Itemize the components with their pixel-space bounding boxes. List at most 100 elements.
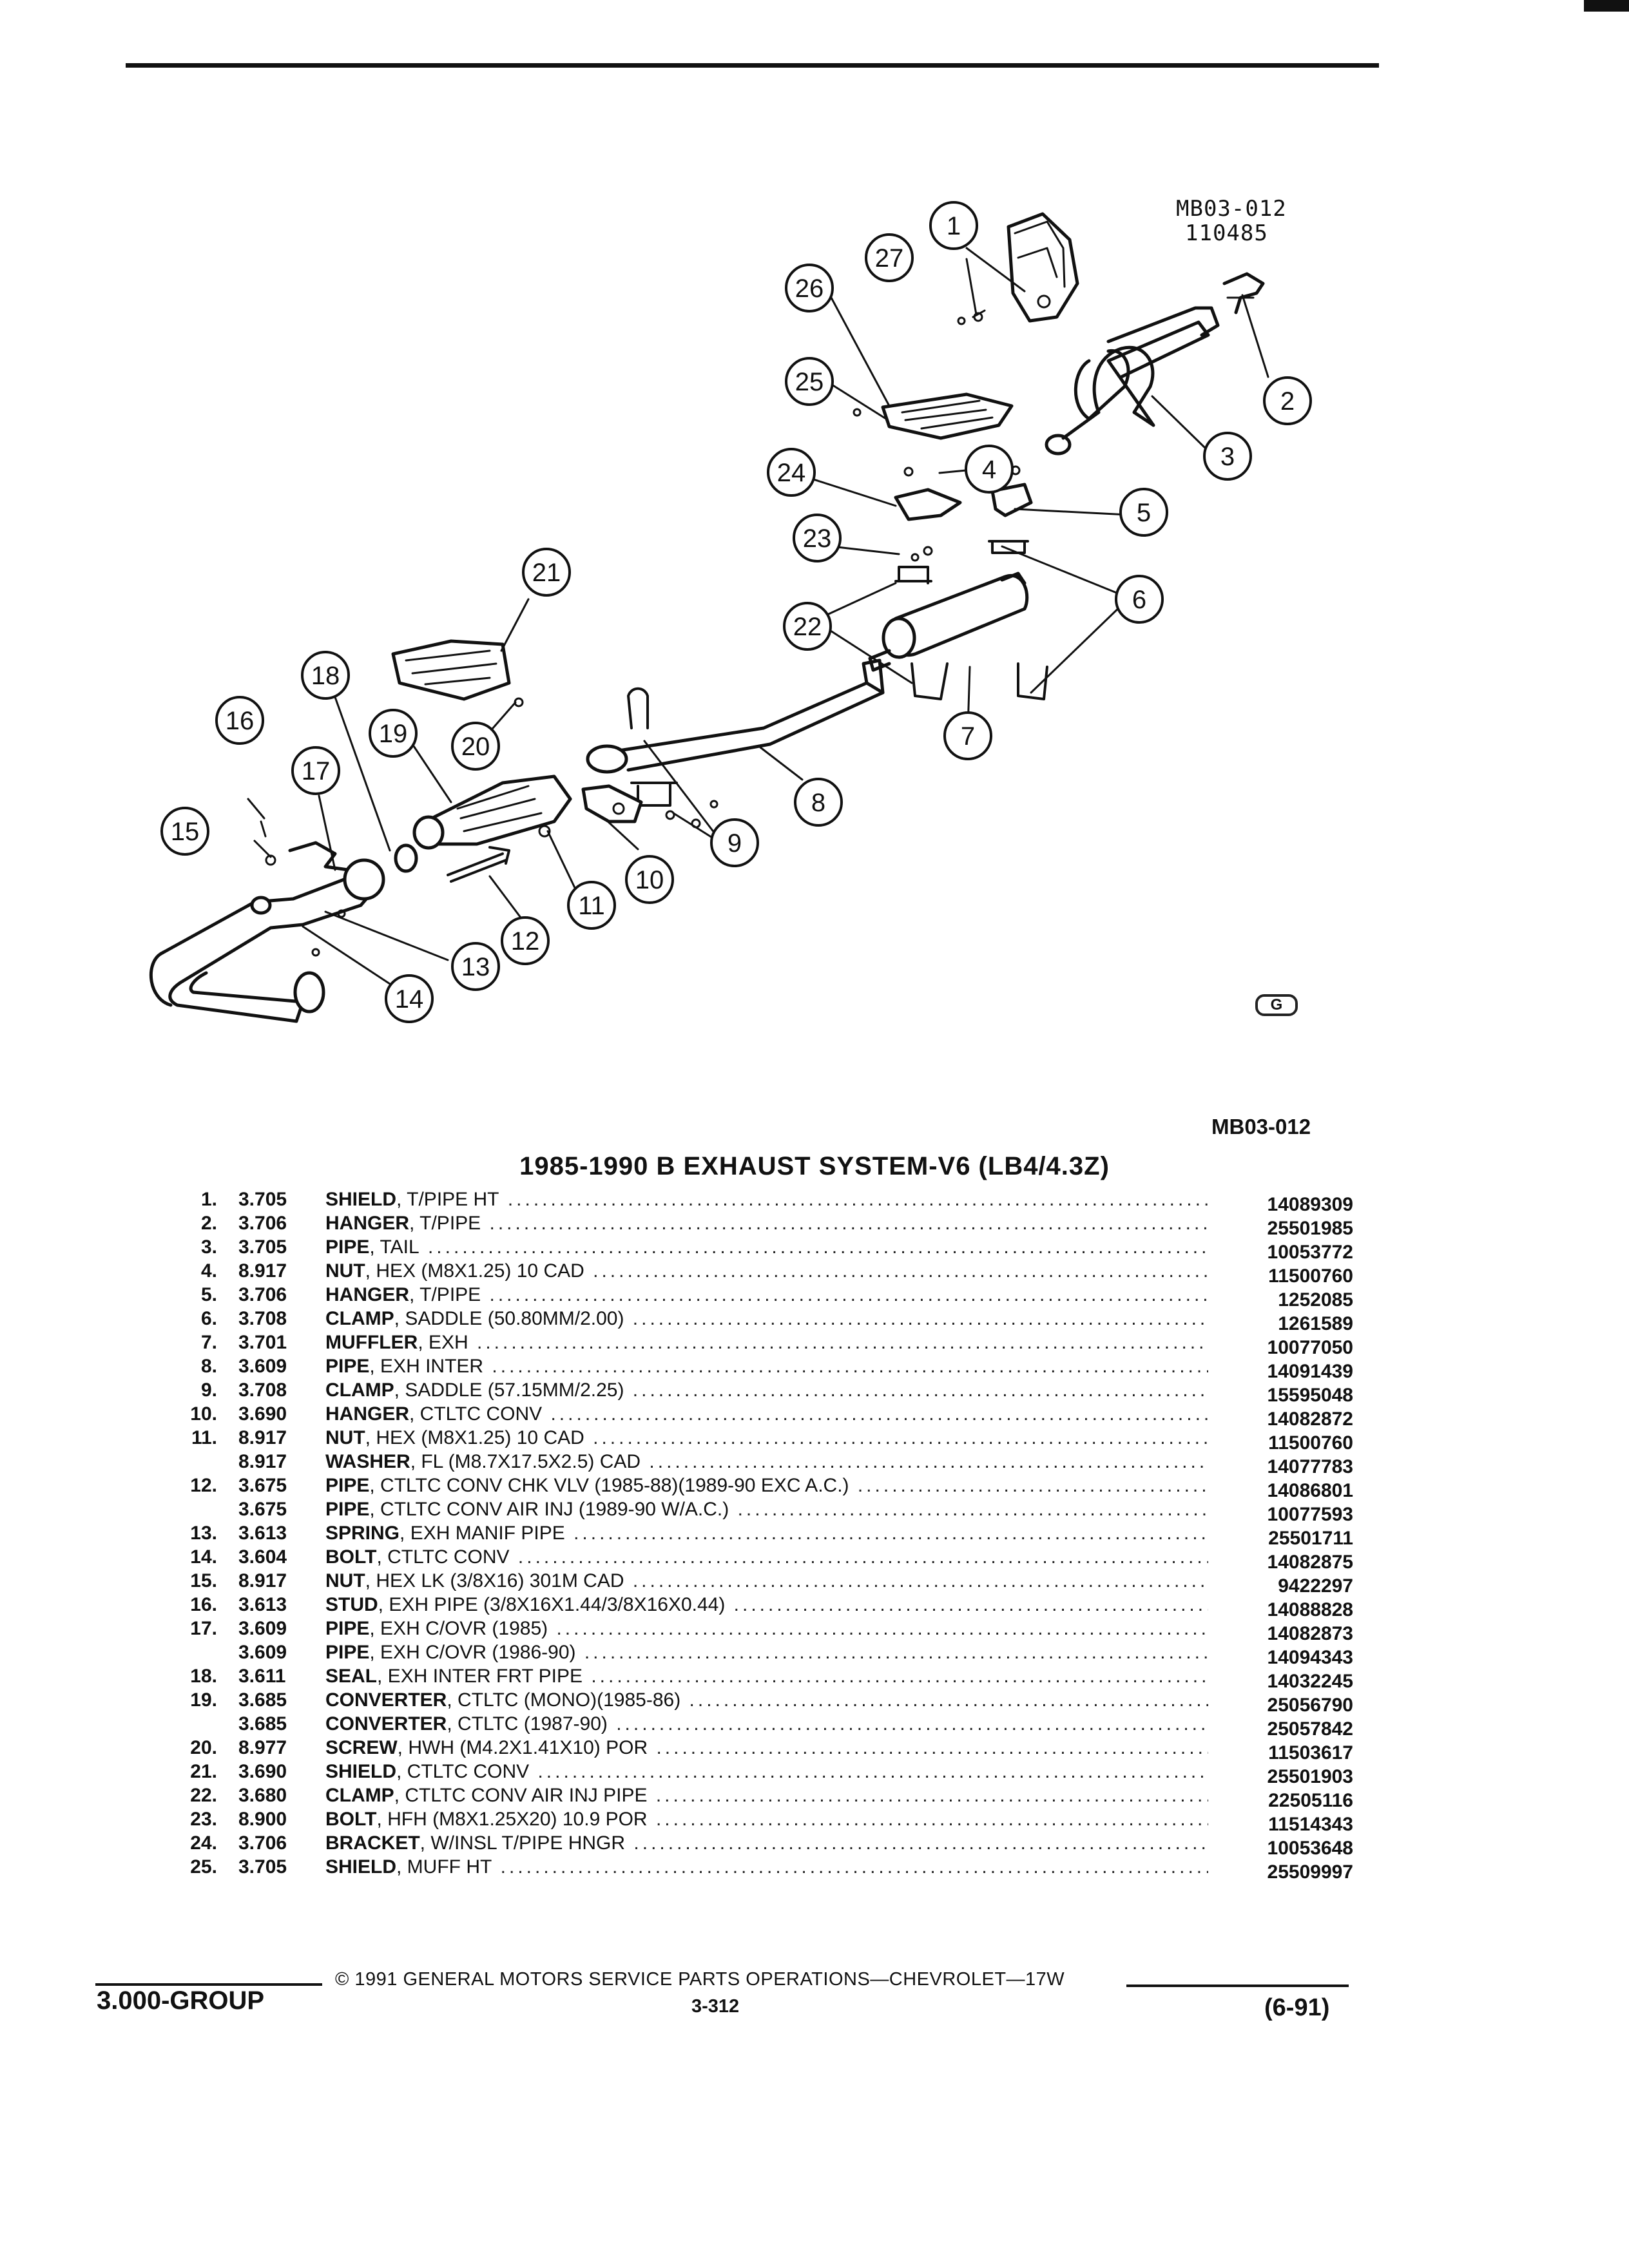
part-description: MUFFLER, EXH ...........................… — [325, 1331, 1208, 1354]
leader-dots: ........................................… — [489, 1284, 1209, 1305]
part-name: NUT — [325, 1260, 365, 1282]
part-number: 10077050 — [1267, 1337, 1353, 1358]
part-group-code: 3.609 — [238, 1642, 287, 1663]
callout-circle — [929, 201, 978, 250]
callout-circle — [625, 855, 674, 904]
part-group-code: 3.613 — [238, 1594, 287, 1615]
leader-dots: ........................................… — [591, 1666, 1208, 1687]
callout-number: 15 — [171, 818, 200, 846]
part-index: 3. — [200, 1236, 217, 1258]
part-spec: , W/INSL T/PIPE HNGR — [419, 1832, 626, 1854]
footer-copyright: © 1991 GENERAL MOTORS SERVICE PARTS OPER… — [335, 1969, 1065, 1990]
part-index: 21. — [190, 1761, 217, 1782]
part-spec: , CTLTC CONV AIR INJ PIPE — [394, 1785, 648, 1806]
callout-circle — [783, 602, 832, 651]
leader-dots: ........................................… — [737, 1499, 1208, 1520]
part-index: 5. — [200, 1284, 217, 1305]
part-description: BOLT, CTLTC CONV .......................… — [325, 1545, 1208, 1569]
part-index: 20. — [190, 1737, 217, 1758]
part-description: PIPE, TAIL .............................… — [325, 1235, 1208, 1259]
gm-logo: G — [1255, 994, 1298, 1016]
part-number: 14088828 — [1267, 1599, 1353, 1620]
part-description: SHIELD, CTLTC CONV .....................… — [325, 1760, 1208, 1783]
part-group-code: 8.977 — [238, 1737, 287, 1758]
leader-dots: ........................................… — [649, 1451, 1208, 1472]
callout-number: 9 — [728, 829, 742, 858]
part-name: BOLT — [325, 1546, 377, 1568]
callout-circle — [943, 711, 992, 760]
exhaust-system-diagram: 1234567891011121314151617181920212223242… — [149, 201, 1312, 1023]
part-spec: , HWH (M4.2X1.41X10) POR — [397, 1737, 648, 1758]
part-number: 14086801 — [1267, 1480, 1353, 1501]
part-description: BRACKET, W/INSL T/PIPE HNGR ............… — [325, 1831, 1208, 1855]
callout-circle — [1263, 376, 1312, 425]
part-description: PIPE, EXH C/OVR (1986-90) ..............… — [325, 1640, 1208, 1664]
part-group-code: 3.675 — [238, 1475, 287, 1496]
callout-number: 10 — [635, 866, 664, 894]
part-index: 2. — [200, 1213, 217, 1234]
converter-shield — [391, 639, 511, 701]
illustration-code-line1: MB03-012 — [1176, 196, 1287, 222]
part-spec: , T/PIPE HT — [396, 1189, 499, 1210]
part-description: CLAMP, SADDLE (50.80MM/2.00) ...........… — [325, 1307, 1208, 1331]
part-group-code: 3.705 — [238, 1236, 287, 1258]
tail-pipe-shield — [1007, 212, 1079, 323]
leader-dots: ........................................… — [632, 1570, 1208, 1591]
callout-number: 24 — [777, 459, 806, 487]
front-pipe-seal — [394, 843, 418, 873]
part-index: 14. — [190, 1546, 217, 1568]
crossover-pipe — [149, 841, 385, 1023]
callout-number: 19 — [379, 720, 408, 748]
part-spec: , FL (M8.7X17.5X2.5) CAD — [410, 1451, 641, 1472]
callout-circle — [1115, 575, 1164, 624]
callout-circle — [1203, 432, 1252, 481]
part-number: 1261589 — [1278, 1313, 1353, 1334]
part-number: 1252085 — [1278, 1289, 1353, 1311]
part-name: CLAMP — [325, 1379, 394, 1401]
callout-circle — [215, 696, 264, 745]
leader-dots: ........................................… — [500, 1856, 1208, 1878]
top-rule — [126, 63, 1379, 68]
callout-number: 20 — [461, 733, 490, 761]
part-group-code: 3.706 — [238, 1284, 287, 1305]
part-spec: , EXH INTER FRT PIPE — [377, 1666, 583, 1687]
part-spec: , CTLTC CONV — [376, 1546, 510, 1568]
part-index: 19. — [190, 1689, 217, 1711]
part-spec: , HEX (M8X1.25) 10 CAD — [365, 1427, 584, 1448]
part-name: PIPE — [325, 1499, 370, 1520]
callout-circle — [567, 881, 616, 930]
part-spec: , CTLTC (1987-90) — [447, 1713, 608, 1735]
part-name: PIPE — [325, 1356, 370, 1377]
leader-dots: ........................................… — [427, 1236, 1208, 1258]
part-group-code: 3.705 — [238, 1189, 287, 1210]
callout-number: 23 — [803, 524, 832, 553]
part-spec: , CTLTC CONV — [396, 1761, 530, 1782]
part-group-code: 3.675 — [238, 1499, 287, 1520]
part-group-code: 3.611 — [238, 1666, 286, 1687]
fasteners — [260, 309, 1021, 957]
part-number: 14094343 — [1267, 1647, 1353, 1668]
part-name: SHIELD — [325, 1189, 397, 1210]
part-spec: , SADDLE (57.15MM/2.25) — [394, 1379, 624, 1401]
callout-number: 4 — [982, 456, 996, 484]
callout-number: 18 — [311, 662, 340, 690]
check-valve-pipe — [447, 846, 510, 883]
part-name: PIPE — [325, 1236, 370, 1258]
part-number: 25501985 — [1267, 1218, 1353, 1239]
part-index: 16. — [190, 1594, 217, 1615]
part-description: NUT, HEX (M8X1.25) 10 CAD ..............… — [325, 1259, 1208, 1283]
leader-dots: ........................................… — [656, 1737, 1208, 1758]
part-number: 14091439 — [1267, 1361, 1353, 1382]
part-spec: , EXH MANIF PIPE — [400, 1523, 565, 1544]
leader-dots: ........................................… — [537, 1761, 1208, 1782]
